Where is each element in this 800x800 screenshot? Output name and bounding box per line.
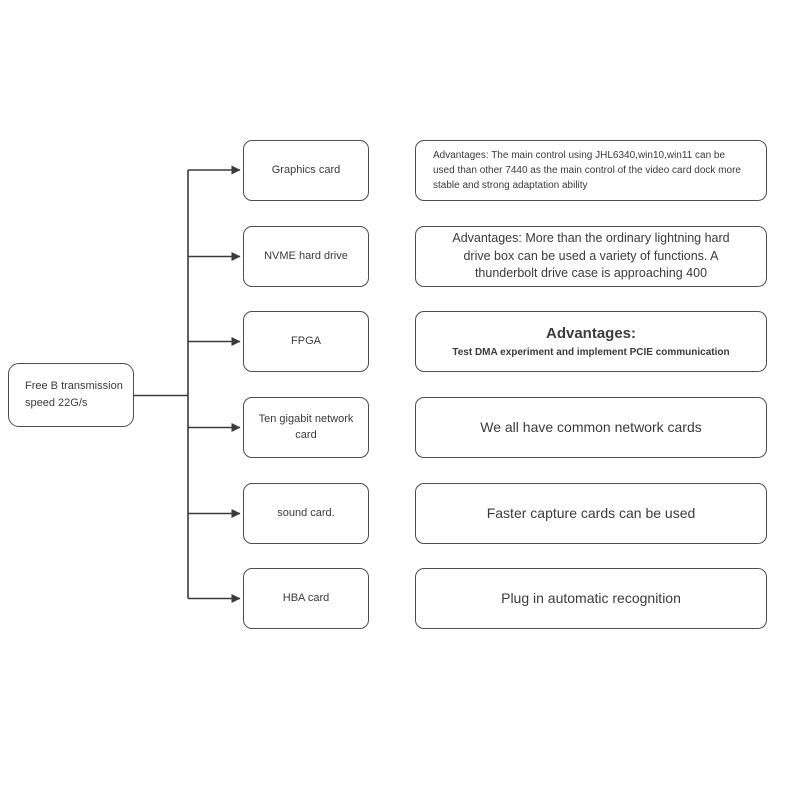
root-node-label: Free B transmission speed 22G/s: [25, 379, 123, 409]
desc-text: Advantages: More than the ordinary light…: [452, 231, 730, 281]
desc-text: Advantages: The main control using JHL63…: [433, 150, 741, 191]
root-node: Free B transmission speed 22G/s: [8, 363, 134, 427]
node-fpga: FPGA: [243, 311, 369, 372]
node-label: Graphics card: [271, 163, 341, 176]
desc-text: Plug in automatic recognition: [501, 590, 681, 607]
node-graphics-card: Graphics card: [243, 140, 369, 201]
node-label: HBA card: [282, 591, 330, 604]
desc-fpga: Advantages: Test DMA experiment and impl…: [415, 311, 767, 372]
desc-graphics-card: Advantages: The main control using JHL63…: [415, 140, 767, 201]
desc-text: Test DMA experiment and implement PCIE c…: [452, 347, 730, 359]
desc-hba-card: Plug in automatic recognition: [415, 568, 767, 629]
desc-nvme-hard-drive: Advantages: More than the ordinary light…: [415, 226, 767, 287]
node-label: NVME hard drive: [264, 249, 348, 262]
node-ten-gigabit-network-card: Ten gigabit network card: [243, 397, 369, 458]
desc-title: Advantages:: [545, 324, 637, 342]
node-label: FPGA: [291, 334, 321, 347]
desc-sound-card: Faster capture cards can be used: [415, 483, 767, 544]
node-label: Ten gigabit network card: [258, 412, 354, 441]
desc-ten-gigabit-network-card: We all have common network cards: [415, 397, 767, 458]
desc-text: We all have common network cards: [480, 419, 702, 436]
node-hba-card: HBA card: [243, 568, 369, 629]
node-sound-card: sound card.: [243, 483, 369, 544]
desc-text: Faster capture cards can be used: [486, 505, 696, 522]
node-label: sound card.: [277, 506, 335, 519]
node-nvme-hard-drive: NVME hard drive: [243, 226, 369, 287]
